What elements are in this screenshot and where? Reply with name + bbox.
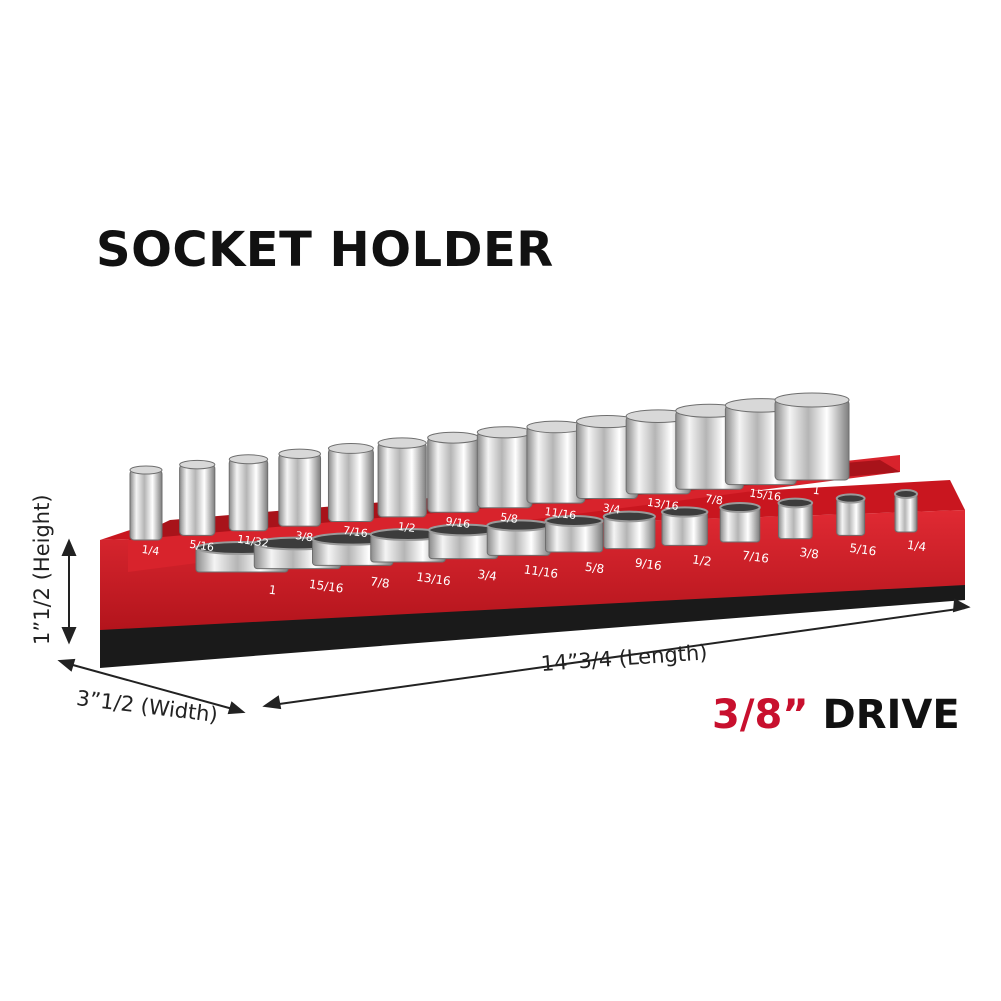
back-socket	[576, 414, 639, 499]
front-socket	[894, 489, 918, 533]
tray-base	[100, 583, 965, 668]
front-size-label: 7/8	[369, 574, 390, 591]
front-row-sockets	[195, 489, 918, 573]
back-size-label: 1/4	[141, 543, 160, 558]
front-socket	[777, 497, 814, 540]
front-socket	[369, 528, 447, 563]
height-arrow	[61, 538, 77, 645]
page-title: SOCKET HOLDER	[96, 222, 554, 278]
front-size-label: 15/16	[308, 577, 344, 596]
back-size-label: 5/16	[189, 538, 215, 554]
width-arrow	[57, 658, 246, 715]
front-row-size-labels: 1 15/16 7/8 13/16 3/4 11/16 5/8 9/16 1/2 7/16 3/8 5…	[268, 538, 927, 598]
back-size-label: 15/16	[749, 487, 782, 504]
front-socket	[661, 506, 709, 546]
front-size-label: 5/8	[584, 560, 605, 577]
drive-word: DRIVE	[822, 692, 960, 738]
front-socket	[428, 523, 499, 560]
back-size-label: 5/8	[499, 511, 518, 526]
front-size-label: 9/16	[634, 556, 663, 574]
front-size-label: 7/16	[741, 548, 770, 566]
front-socket	[544, 515, 604, 553]
front-size-label: 1/4	[906, 538, 927, 555]
back-size-label: 9/16	[445, 515, 471, 531]
back-size-label: 1	[812, 484, 821, 498]
drive-size-label: 3/8” DRIVE	[712, 692, 960, 738]
front-socket	[835, 493, 866, 536]
back-row-sockets	[129, 392, 850, 541]
back-socket	[774, 392, 850, 481]
back-socket	[526, 420, 586, 504]
back-socket	[179, 459, 216, 536]
back-socket	[377, 437, 427, 518]
back-socket	[427, 431, 480, 513]
drive-fraction: 3/8”	[712, 692, 809, 738]
front-size-label: 3/4	[477, 567, 498, 584]
front-socket	[602, 510, 656, 550]
back-size-label: 3/8	[295, 529, 314, 544]
back-size-label: 1/2	[397, 520, 416, 535]
front-socket	[719, 502, 761, 543]
back-socket	[625, 409, 691, 495]
back-size-label: 3/4	[602, 501, 621, 516]
back-socket	[278, 448, 322, 527]
length-arrow	[262, 598, 971, 710]
front-size-label: 13/16	[415, 570, 451, 589]
back-socket	[228, 454, 269, 532]
back-size-label: 7/16	[342, 524, 368, 540]
back-size-label: 13/16	[646, 496, 679, 513]
back-size-label: 7/8	[704, 492, 723, 507]
front-size-label: 1	[268, 583, 278, 598]
front-size-label: 3/8	[799, 545, 820, 562]
front-size-label: 11/16	[523, 562, 559, 581]
height-dimension-label: 1”1/2 (Height)	[30, 494, 54, 645]
front-size-label: 5/16	[849, 541, 878, 559]
back-socket	[327, 443, 374, 523]
front-size-label: 1/2	[691, 552, 712, 569]
back-socket	[129, 465, 163, 541]
back-size-label: 11/32	[236, 533, 269, 550]
back-size-label: 11/16	[544, 505, 577, 522]
back-socket	[476, 426, 533, 509]
front-socket	[486, 519, 552, 556]
